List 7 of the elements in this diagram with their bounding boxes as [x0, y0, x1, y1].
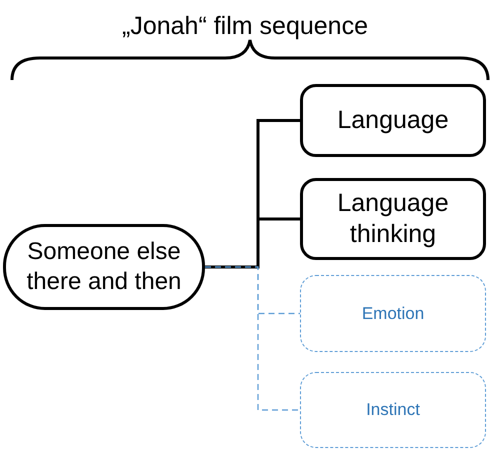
dashed-box: Emotion [300, 275, 486, 352]
connector-line [205, 266, 300, 411]
diagram-title: „Jonah“ film sequence [121, 11, 369, 42]
process-box: Language thinking [300, 178, 486, 260]
process-box: Language [300, 84, 486, 157]
rounded-node: Someone else there and then [3, 224, 205, 310]
dashed-box: Instinct [300, 372, 486, 448]
